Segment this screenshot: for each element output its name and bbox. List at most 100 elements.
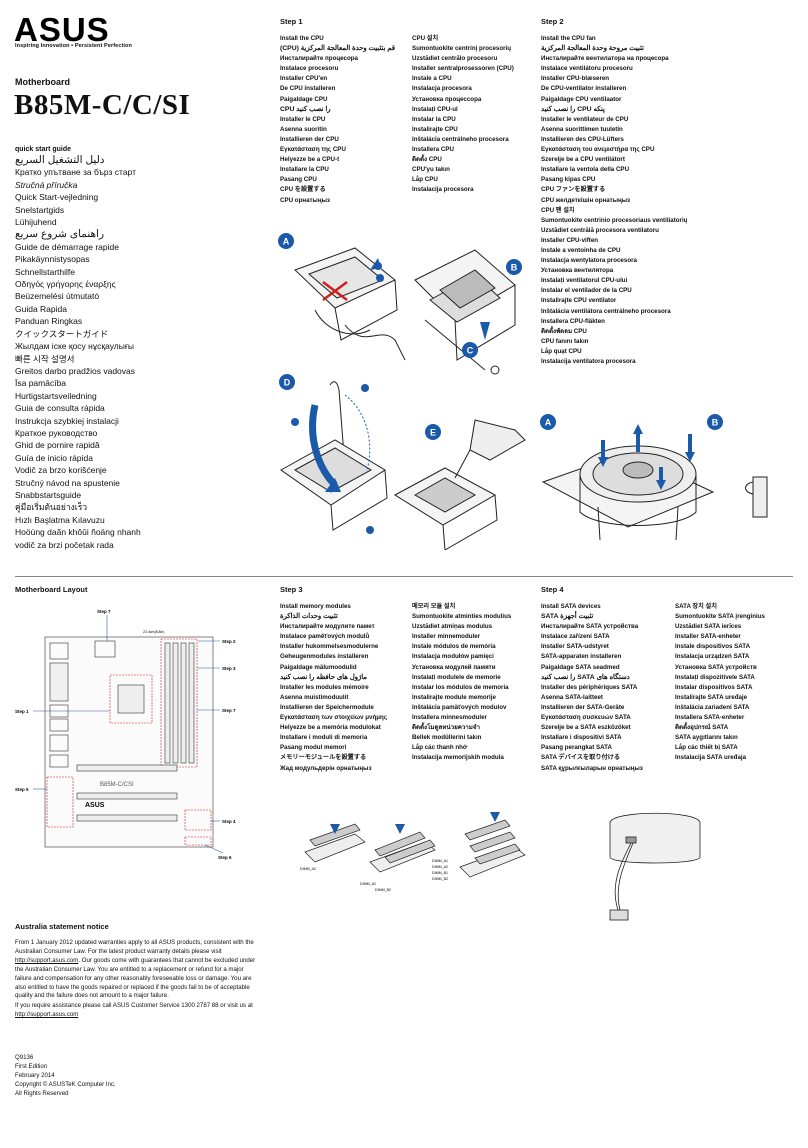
step4-item-b-0: SATA 장치 설치: [675, 603, 717, 610]
language-9: Schnellstarthilfe: [15, 266, 76, 277]
step1-item-10: Installieren der CPU: [280, 135, 339, 143]
step2-item-20: Installer CPU-viften: [541, 236, 599, 244]
label-step3: Step 3: [222, 666, 236, 671]
language-12: Guida Rapida: [15, 303, 67, 314]
language-16: 빠른 시작 설명서: [15, 353, 75, 364]
step1-item-0: Install the CPU: [280, 35, 324, 42]
language-3: Quick Start-vejledning: [15, 192, 99, 203]
step3-item-2: Инсталирайте модулите памет: [280, 623, 375, 631]
step3-item-b-2: Uzstādiet atmiņas modulus: [412, 623, 493, 631]
step3-item-b-4: Instale módulos de memória: [412, 643, 496, 651]
step1-item-1: (CPU) قم بتثبيت وحدة المعالجة المركزية: [280, 45, 395, 53]
step4-item-6: Paigaldage SATA seadmed: [541, 663, 620, 671]
step3-item-b-1: Sumontuokite atminties modulius: [412, 613, 512, 621]
aus-p1-text-a: From 1 January 2012 updated warranties a…: [15, 939, 254, 955]
step4-item-13: Installare i dispositivi SATA: [541, 734, 622, 742]
badge-c: [462, 342, 478, 358]
step4-item-14: Pasang perangkat SATA: [541, 744, 612, 752]
language-18: Īsa pamācība: [15, 378, 67, 389]
memory-arrows: [330, 812, 500, 834]
step4-item-b-11: Installera SATA-enheter: [675, 714, 745, 722]
step1-item-b-15: Instalacija procesora: [412, 186, 474, 194]
step3-item-13: Installare i moduli di memoria: [280, 734, 368, 742]
step2-item-19: Uzstādiet centrālā procesora ventilatoru: [541, 226, 659, 234]
socket-open-drawing: [294, 247, 406, 361]
language-8: Pikakäynnistysopas: [15, 254, 90, 265]
dimm-label-3: DIMM_A1: [432, 859, 448, 863]
language-23: Ghid de pornire rapidă: [15, 440, 100, 451]
step3-item-b-5: Instalacja modułów pamięci: [412, 653, 494, 661]
language-29: Hızlı Başlatma Kılavuzu: [15, 514, 105, 525]
label-step1: Step 1: [15, 709, 29, 714]
board-name: B85M-C/CSI: [100, 782, 134, 788]
step3-item-b-9: Instalirajte module memorije: [412, 693, 496, 701]
support-link-2[interactable]: http://support.asus.com: [15, 1010, 79, 1018]
step3-item-b-0: 메모리 모듈 설치: [412, 603, 456, 610]
language-2: Stručná příručka: [15, 179, 78, 190]
board-outline: [44, 636, 214, 848]
socket-cpu-drawing: [414, 249, 516, 375]
model-name: B85M-C/C/SI: [14, 89, 191, 121]
lift-arrows: [370, 258, 384, 282]
australia-paragraph-2: If you require assistance please call AS…: [15, 1002, 260, 1020]
cpu-install-illustration: A B C D E: [278, 233, 526, 550]
step2-item-28: Installera CPU-fläkten: [541, 317, 605, 325]
step4-item-10: Installieren der SATA-Geräte: [541, 703, 625, 711]
step1-item-12: Helyezze be a CPU-t: [280, 156, 340, 164]
step2-item-17: CPU 팬 설치: [541, 206, 575, 214]
guide-title: quick start guide: [15, 146, 72, 153]
thermal-paste-drawing: [394, 419, 526, 550]
step4-item-12: Szerelje be a SATA eszközöket: [541, 724, 631, 732]
step1-item-b-12: ติดตั้ง CPU: [412, 156, 442, 164]
step4-item-b-3: Installer SATA-enheter: [675, 633, 741, 641]
step2-item-7: پنکه CPU را نصب کنید: [541, 105, 605, 113]
step3-item-7: ماژول های حافظه را نصب کنید: [280, 673, 367, 681]
step1-item-b-14: Lắp CPU: [412, 176, 438, 184]
fan-arrows: [598, 424, 695, 490]
badge-c-letter: C: [467, 346, 474, 356]
step2-item-18: Sumontuokite centrinio procesoriaus vent…: [541, 216, 688, 224]
step4-item-b-2: Uzstādiet SATA ierīces: [675, 623, 742, 631]
step4-item-5: SATA-apparaten installeren: [541, 653, 622, 661]
badge-a-fan-letter: A: [545, 418, 552, 428]
footer-line-0: Q9136: [15, 1054, 34, 1061]
step1-item-b-0: CPU 설치: [412, 35, 439, 42]
step4-item-9: Asenna SATA-laitteet: [541, 693, 603, 701]
step1-item-6: Paigaldage CPU: [280, 95, 328, 103]
step2-item-12: Szerelje be a CPU ventilátort: [541, 156, 625, 164]
label-step7-top: Step 7: [97, 609, 111, 614]
badge-a-letter: A: [283, 237, 290, 247]
step3-item-b-14: Lắp các thanh nhớ: [412, 744, 468, 752]
asus-logo: ASUS: [14, 13, 110, 47]
language-14: クイックスタートガイド: [15, 328, 109, 339]
language-15: Жылдам іске қосу нұсқаулығы: [15, 341, 135, 352]
language-1: Кратко упътване за бърз старт: [15, 167, 136, 178]
step2-item-31: Lắp quạt CPU: [541, 347, 582, 355]
step1-heading: Step 1: [280, 17, 303, 26]
step3-item-b-11: Installera minnesmoduler: [412, 714, 487, 722]
step4-item-b-7: Instalați dispozitivele SATA: [675, 673, 755, 681]
label-step4: Step 4: [222, 819, 236, 824]
label-step2: Step 2: [222, 639, 236, 644]
step4-item-b-6: Установка SATA устройств: [675, 663, 757, 671]
step3-item-14: Pasang modul memori: [280, 744, 347, 752]
step3-item-8: Installer les modules mémoire: [280, 683, 369, 691]
step3-item-6: Paigaldage mälumoodulid: [280, 663, 357, 671]
sata-drive-drawing: [609, 812, 701, 921]
step2-item-26: Instalirajte CPU ventilator: [541, 297, 617, 305]
step1-item-9: Asenna suoritin: [280, 125, 327, 133]
step2-heading: Step 2: [541, 17, 564, 26]
step3-item-b-12: ติดตั้งโมดูลหน่วยความจำ: [412, 724, 480, 732]
step2-item-3: Instalace ventilátoru procesoru: [541, 65, 633, 73]
asus-logo-text: ASUS: [14, 13, 110, 47]
language-7: Guide de démarrage rapide: [15, 241, 119, 252]
support-link-1[interactable]: http://support.asus.com: [15, 956, 79, 964]
step2-item-22: Instalacja wentylatora procesora: [541, 257, 637, 265]
step3-item-b-6: Установка модулей памяти: [412, 663, 496, 671]
step1-item-b-4: Instale a CPU: [412, 75, 452, 83]
australia-heading: Australia statement notice: [15, 922, 109, 931]
language-30: Hoöùng daãn khôûi ñoäng nhanh: [15, 527, 141, 538]
